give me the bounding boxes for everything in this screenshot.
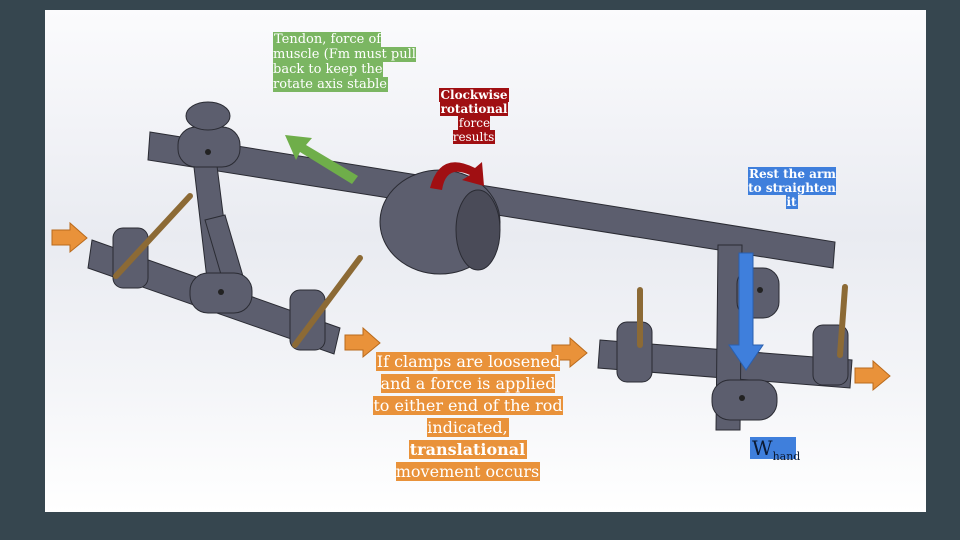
- pin: [837, 284, 848, 358]
- weight-symbol: W: [752, 436, 773, 460]
- screw-icon: [218, 289, 224, 295]
- orange-arrow-icon: [344, 326, 381, 359]
- tendon-arrow-icon: [285, 135, 358, 184]
- weight-subscript: hand: [772, 450, 801, 463]
- clamp: [616, 321, 653, 383]
- weight-hand-label: Whand: [750, 436, 800, 463]
- tendon-text: Tendon, force of muscle (Fm must pull ba…: [273, 32, 416, 92]
- clockwise-line-2: rotational: [439, 102, 509, 116]
- pin: [113, 193, 193, 279]
- screw-icon: [739, 395, 745, 401]
- translational-text-pre: If clamps are loosened and a force is ap…: [373, 352, 563, 437]
- rest-arm-label: Rest the arm to straighten it: [742, 167, 842, 209]
- clockwise-line-1: Clockwise: [439, 88, 509, 102]
- clamp: [177, 126, 241, 168]
- orange-arrow-icon: [854, 359, 891, 392]
- clockwise-rotation-icon: [430, 162, 484, 190]
- translational-label: If clamps are loosened and a force is ap…: [372, 351, 564, 483]
- pin: [292, 255, 363, 348]
- translational-text-bold: translational: [408, 440, 527, 459]
- clockwise-line-3: force results: [452, 116, 496, 144]
- screw-icon: [757, 287, 763, 293]
- clockwise-label: Clockwise rotational force results: [435, 88, 513, 144]
- screw-icon: [205, 149, 211, 155]
- hub-face: [455, 189, 501, 271]
- clamp-knob: [185, 101, 231, 131]
- rest-arm-text: Rest the arm to straighten it: [748, 167, 836, 209]
- clamp: [711, 379, 778, 421]
- tendon-label: Tendon, force of muscle (Fm must pull ba…: [273, 32, 423, 92]
- blue-down-arrow-icon: [728, 252, 764, 371]
- orange-arrow-icon: [51, 221, 88, 254]
